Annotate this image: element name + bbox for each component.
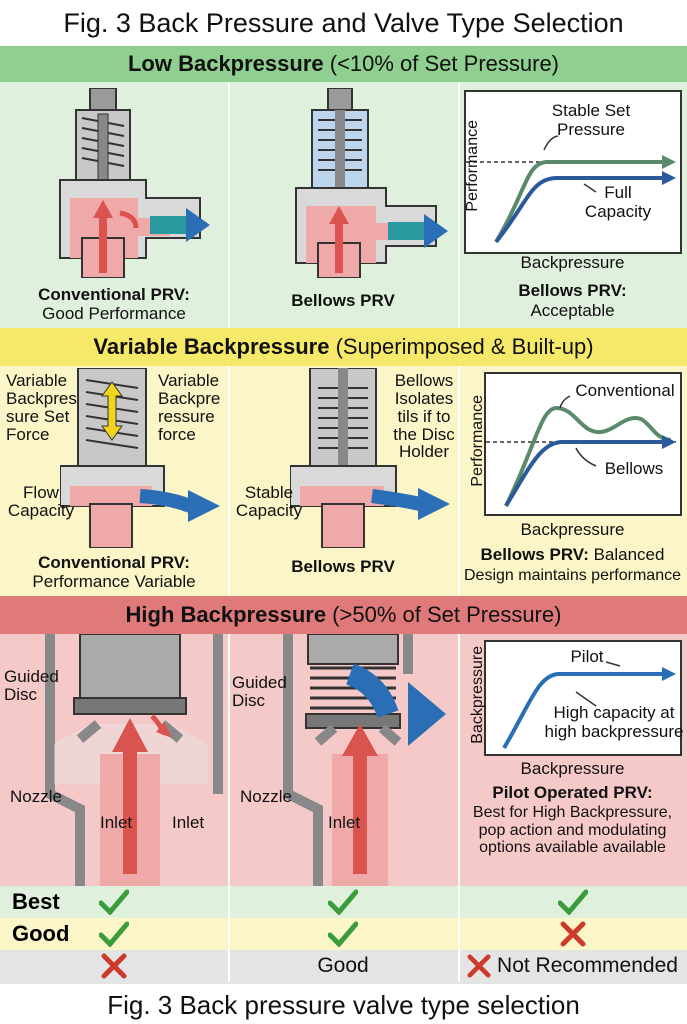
- high-result-sub: Best for High Backpressure, pop action a…: [462, 804, 683, 857]
- variable-chart-cell: Conventional Bellows Performance Backpre…: [458, 366, 687, 596]
- not-recommended-label: Not Recommended: [497, 954, 678, 978]
- low-chart-label-stable: Stable Set Pressure: [536, 102, 646, 139]
- high-inlet-3: Inlet: [328, 814, 378, 832]
- figure: Fig. 3 Back Pressure and Valve Type Sele…: [0, 0, 687, 990]
- low-bellows-cell: Bellows PRV: [228, 82, 460, 328]
- high-row: Guided Disc Nozzle Inlet Inlet Guided Di…: [0, 634, 687, 886]
- variable-bellows-callout: Bellows Isolates tils if to the Disc Hol…: [390, 372, 458, 461]
- variable-band-bold: Variable Backpressure: [93, 334, 329, 359]
- variable-chart: Conventional Bellows: [484, 372, 682, 516]
- low-chart-label-full: Full Capacity: [578, 184, 658, 221]
- variable-conventional-cell: Variable Backpres sure Set Force Variabl…: [0, 366, 230, 596]
- low-conventional-title: Conventional PRV:: [0, 286, 228, 305]
- high-conventional-cell: Guided Disc Nozzle Inlet Inlet: [0, 634, 230, 886]
- figure-title: Fig. 3 Back Pressure and Valve Type Sele…: [0, 0, 687, 46]
- rating-good-conventional: [0, 918, 230, 950]
- high-bellows-valve-icon: [268, 634, 458, 886]
- high-inlet: Inlet: [100, 814, 140, 832]
- high-bellows-cell: Guided Disc Nozzle Inlet: [228, 634, 460, 886]
- rating-row-good: Good: [0, 918, 687, 950]
- low-bellows-title: Bellows PRV: [228, 292, 458, 311]
- low-band-rest: (<10% of Set Pressure): [324, 51, 559, 76]
- high-nozzle-2: Nozzle: [240, 788, 300, 806]
- figure-caption: Fig. 3 Back pressure valve type selectio…: [0, 990, 687, 1024]
- variable-result-sub: Design maintains performance: [458, 567, 687, 585]
- high-chart: Pilot High capacity at high backpressure: [484, 640, 682, 756]
- low-conventional-sub: Good Performance: [0, 305, 228, 324]
- variable-result: Bellows PRV: Balanced: [458, 546, 687, 565]
- variable-bellows-title: Bellows PRV: [228, 558, 458, 577]
- rating-good-pilot: [458, 918, 687, 950]
- check-icon: [99, 889, 129, 915]
- high-band: High Backpressure (>50% of Set Pressure): [0, 596, 687, 634]
- variable-result-rest: Balanced: [589, 545, 665, 564]
- high-band-bold: High Backpressure: [126, 602, 327, 627]
- low-conventional-cell: Conventional PRV: Good Performance: [0, 82, 230, 328]
- rating-poor-conventional: [0, 950, 230, 982]
- cross-icon: [560, 921, 586, 947]
- bellows-valve-icon: [276, 88, 456, 278]
- low-chart-cell: Stable Set Pressure Full Capacity Perfor…: [458, 82, 687, 328]
- rating-poor-bellows: Good: [228, 950, 460, 982]
- cross-icon: [101, 953, 127, 979]
- check-icon: [328, 921, 358, 947]
- low-band-bold: Low Backpressure: [128, 51, 324, 76]
- low-band: Low Backpressure (<10% of Set Pressure): [0, 46, 687, 82]
- low-result-title: Bellows PRV:: [458, 282, 687, 301]
- variable-bpforce-callout: Variable Backpre ressure force: [158, 372, 228, 443]
- low-result-sub: Acceptable: [458, 302, 687, 321]
- high-nozzle: Nozzle: [10, 788, 70, 806]
- check-icon: [328, 889, 358, 915]
- high-chart-xlabel: Backpressure: [458, 760, 687, 779]
- low-row: Conventional PRV: Good Performance Bello…: [0, 82, 687, 328]
- rating-best-pilot: [458, 886, 687, 918]
- high-inlet2: Inlet: [172, 814, 222, 832]
- conventional-valve-icon: [20, 88, 220, 278]
- variable-band-rest: (Superimposed & Built-up): [329, 334, 593, 359]
- check-icon: [558, 889, 588, 915]
- check-icon: [99, 921, 129, 947]
- high-chart-label-capacity: High capacity at high backpressure: [544, 704, 684, 741]
- variable-chart-xlabel: Backpressure: [458, 521, 687, 540]
- rating-poor-pilot: Not Recommended: [458, 950, 687, 982]
- high-guided-disc-2: Guided Disc: [232, 674, 292, 710]
- high-guided-disc: Guided Disc: [4, 668, 56, 704]
- rating-row-best: Best: [0, 886, 687, 918]
- variable-row: Variable Backpres sure Set Force Variabl…: [0, 366, 687, 596]
- high-chart-label-pilot: Pilot: [562, 648, 612, 667]
- variable-chart-label-conventional: Conventional: [570, 382, 680, 401]
- rating-good-bellows: [228, 918, 460, 950]
- variable-flow-callout: Flow Capacity: [6, 484, 76, 520]
- variable-band: Variable Backpressure (Superimposed & Bu…: [0, 328, 687, 366]
- variable-chart-ylabel: Performance: [469, 381, 487, 501]
- variable-conventional-sub: Performance Variable: [0, 573, 228, 592]
- high-chart-ylabel: Backpressure: [469, 635, 487, 755]
- high-chart-cell: Pilot High capacity at high backpressure…: [458, 634, 687, 886]
- variable-chart-label-bellows: Bellows: [594, 460, 674, 479]
- variable-stable-callout: Stable Capacity: [234, 484, 304, 520]
- rating-row-poor: Good Not Recommended: [0, 950, 687, 984]
- low-chart-xlabel: Backpressure: [458, 254, 687, 273]
- variable-setforce-callout: Variable Backpres sure Set Force: [6, 372, 76, 443]
- cross-icon: [467, 954, 491, 978]
- high-result-title: Pilot Operated PRV:: [458, 784, 687, 803]
- low-chart: Stable Set Pressure Full Capacity Perfor…: [464, 90, 682, 254]
- high-band-rest: (>50% of Set Pressure): [326, 602, 561, 627]
- high-conventional-valve-icon: [40, 634, 228, 886]
- variable-conventional-title: Conventional PRV:: [0, 554, 228, 573]
- low-chart-ylabel: Performance: [464, 101, 482, 231]
- variable-bellows-cell: Bellows Isolates tils if to the Disc Hol…: [228, 366, 460, 596]
- rating-best-conventional: [0, 886, 230, 918]
- variable-chart-series-conventional: [506, 408, 671, 506]
- rating-best-bellows: [228, 886, 460, 918]
- variable-result-title: Bellows PRV:: [481, 545, 589, 564]
